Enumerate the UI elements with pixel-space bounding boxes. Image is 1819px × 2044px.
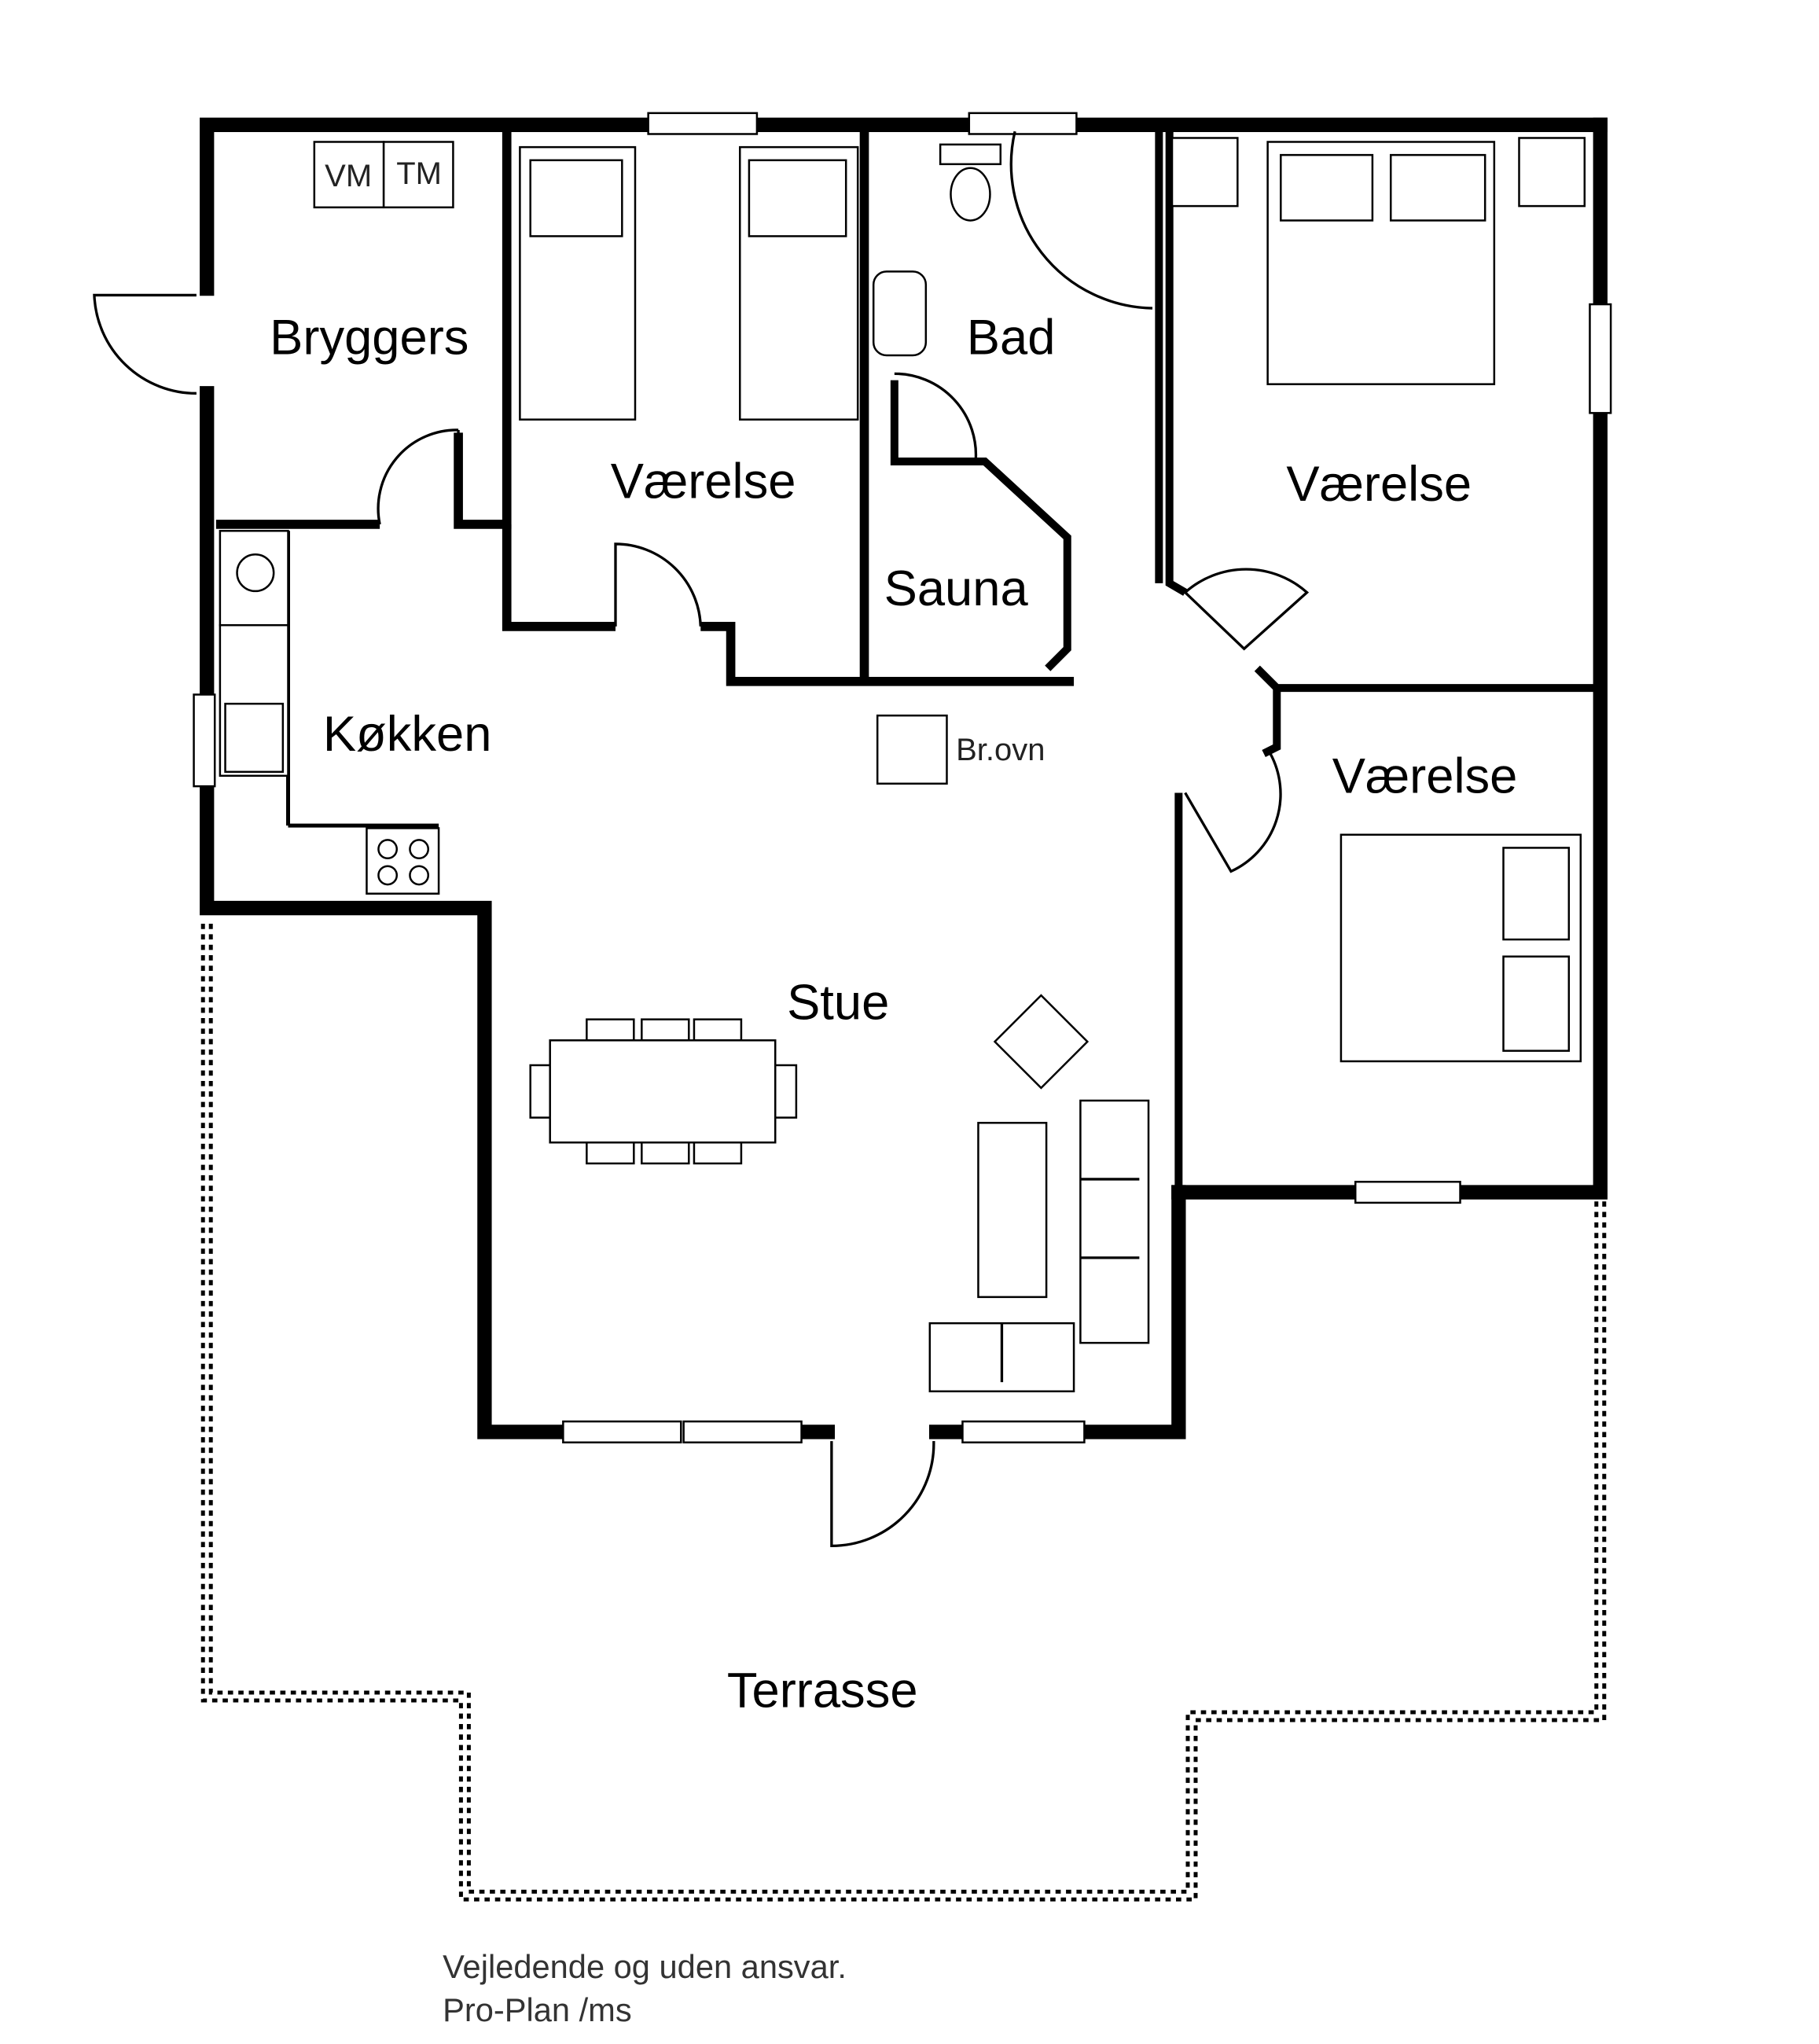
cooktop bbox=[366, 827, 440, 895]
dining-table bbox=[529, 1018, 798, 1165]
terrace-outline bbox=[200, 924, 1607, 1902]
room-label-bad: Bad bbox=[967, 310, 1056, 365]
stove-label: Br.ovn bbox=[956, 733, 1045, 767]
stove bbox=[876, 714, 948, 785]
doors bbox=[93, 131, 1310, 1548]
kitchen-sink bbox=[224, 702, 285, 774]
windows bbox=[193, 112, 1612, 1444]
sofa bbox=[928, 1099, 1150, 1393]
fixtures: VM TM Br.ovn bbox=[219, 137, 1586, 1393]
coffee-table bbox=[977, 1122, 1048, 1299]
room-label-koekken: Køkken bbox=[323, 707, 492, 762]
dryer-label: TM bbox=[396, 156, 442, 191]
washer-label: VM bbox=[325, 159, 372, 193]
room-label-sauna: Sauna bbox=[884, 561, 1029, 616]
credit: Pro-Plan /ms bbox=[443, 1991, 632, 2028]
toilet bbox=[939, 143, 1002, 166]
room-label-vaerelse-2: Værelse bbox=[1286, 457, 1472, 512]
armchair bbox=[993, 994, 1090, 1090]
room-label-vaerelse-1: Værelse bbox=[611, 454, 796, 509]
room-label-terrasse: Terrasse bbox=[727, 1663, 918, 1718]
room-label-vaerelse-3: Værelse bbox=[1332, 748, 1518, 803]
sink bbox=[872, 270, 928, 357]
room-label-stue: Stue bbox=[787, 976, 889, 1031]
disclaimer: Vejledende og uden ansvar. bbox=[443, 1948, 847, 1985]
dryer bbox=[382, 141, 454, 209]
room-label-bryggers: Bryggers bbox=[270, 310, 469, 365]
